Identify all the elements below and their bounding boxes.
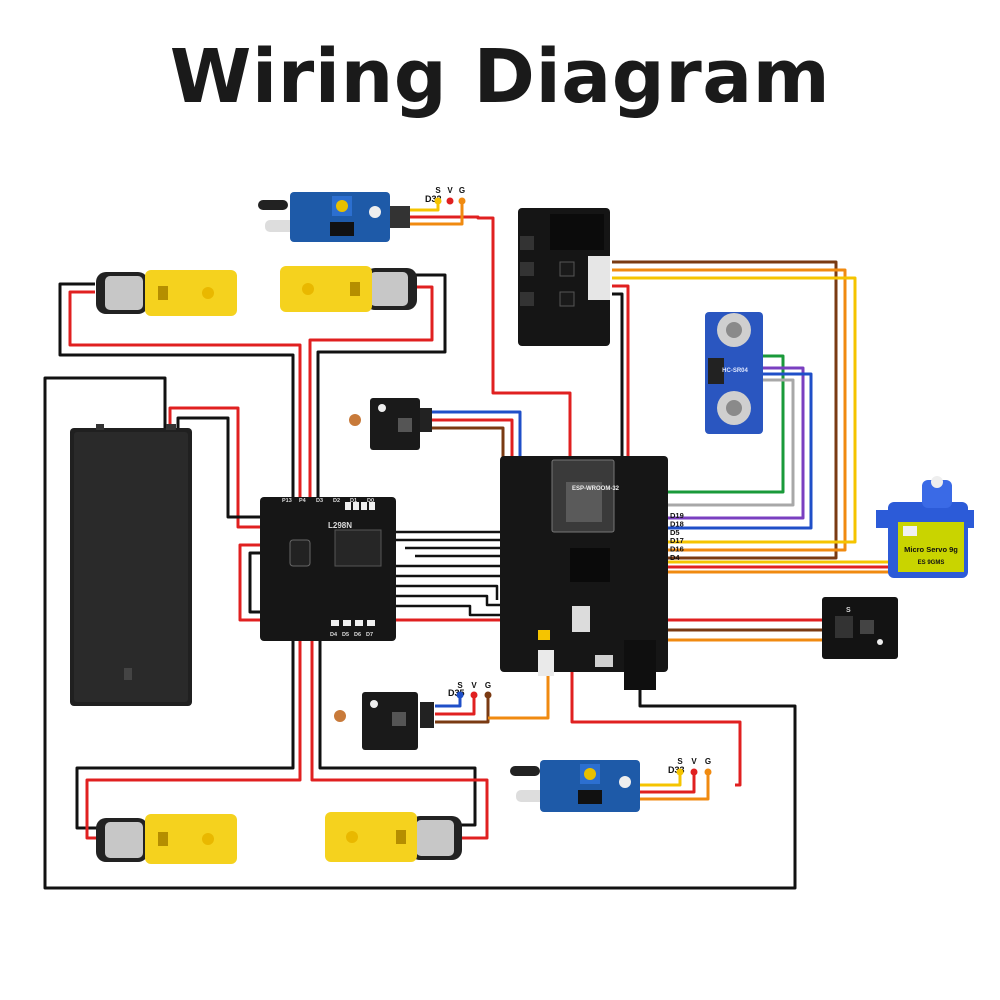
wire-tracker-red [612, 284, 630, 470]
ultrasonic-label: HC-SR04 [722, 368, 748, 374]
ir-bottom-pin-g: G [705, 757, 711, 766]
wire-ir-bottom-g [640, 773, 710, 801]
ldr-module-top [349, 398, 432, 450]
motor-top-right [280, 266, 417, 312]
wire-motor-bl-black [75, 632, 295, 830]
driver-bottom-pin-label: D5 [342, 632, 349, 638]
wire-motor-bl-red [85, 632, 302, 840]
wire-motor-tr-red [308, 285, 434, 497]
wire-ir-top-signal [410, 203, 440, 212]
ir-top-gpio-label: D32 [425, 194, 442, 204]
driver-bottom-pin-label: D7 [366, 632, 373, 638]
servo-model: ES 9GMS [918, 560, 945, 566]
driver-top-pin-label: P13 [282, 498, 292, 504]
driver-top-pin-label: D0 [367, 498, 374, 504]
wire-motor-br-red [310, 632, 489, 840]
esp32-board [500, 456, 668, 690]
esp32-pin-label: D4 [670, 553, 680, 562]
wire-tracker-brown [612, 260, 838, 560]
driver-bottom-pin-label: D6 [354, 632, 361, 638]
ir-bottom-pin-s: S [677, 757, 683, 766]
wire-driver-power-black [248, 551, 265, 614]
right-module-label: S [846, 607, 851, 614]
motor-top-left [96, 270, 237, 316]
wire-tracker-orange [612, 268, 847, 552]
esp32-pin-label: D16 [670, 545, 684, 554]
esp32-module-label: ESP-WROOM-32 [572, 486, 620, 492]
wire-ir-top-gnd [410, 203, 464, 226]
ir-bottom-pin-v: V [691, 757, 697, 766]
wire-ir-top-vcc [410, 215, 572, 460]
driver-bottom-pin-label: D4 [330, 632, 338, 638]
ldr-bottom-pin-v: V [471, 681, 477, 690]
wire-ldr-bottom-g [435, 696, 490, 724]
wire-us-green [660, 354, 785, 494]
wire-us-blue [660, 372, 813, 530]
motor-driver-board [260, 497, 396, 641]
ir-top-pin-g: G [459, 186, 465, 195]
esp32-pin-label: D5 [670, 528, 680, 537]
ir-top-pin-v: V [447, 186, 453, 195]
wire-battery-black2 [176, 416, 265, 519]
driver-top-pin-label: D2 [333, 498, 340, 504]
wire-battery-black [43, 376, 797, 890]
driver-top-pin-label: D1 [350, 498, 357, 504]
ir-sensor-top [258, 192, 410, 242]
motor-bottom-left [96, 814, 237, 864]
wire-motor-tl-black [58, 282, 295, 497]
wire-ir-bottom-v [640, 773, 696, 794]
page-title: Wiring Diagram [169, 34, 831, 120]
ldr-bottom-gpio-label: D35 [448, 688, 465, 698]
wire-tracker-yellow [612, 276, 857, 544]
servo-motor [876, 476, 974, 578]
esp32-pin-label: D18 [670, 519, 684, 528]
wire-us-purple [660, 366, 805, 520]
wire-battery-red [168, 406, 265, 529]
wire-tracker-black [612, 292, 624, 470]
wire-motor-br-black [318, 632, 477, 827]
wire-motor-tr-black [316, 273, 447, 497]
ir-top-pin-s: S [435, 186, 441, 195]
motor-bottom-right [325, 812, 462, 862]
right-sensor-module [822, 597, 898, 659]
ldr-module-bottom [334, 692, 434, 750]
ir-bottom-gpio-label: D33 [668, 765, 685, 775]
driver-top-pin-label: P4 [299, 498, 307, 504]
ir-sensor-bottom [510, 760, 640, 812]
esp32-pin-label: D19 [670, 511, 684, 520]
driver-chip-label: L298N [328, 521, 352, 530]
wire-ir-bottom-s [640, 773, 682, 787]
driver-top-pin-label: D3 [316, 498, 323, 504]
line-tracker-module [518, 208, 610, 346]
wire-motor-tl-red [68, 290, 302, 497]
battery-box [70, 424, 192, 706]
wire-ir-bottom-vcc [570, 660, 742, 787]
wire-us-gray [660, 378, 795, 507]
ldr-bottom-pin-g: G [485, 681, 491, 690]
esp32-pin-label: D17 [670, 536, 684, 545]
wire-ldr-bottom-v [435, 696, 476, 716]
ultrasonic-sensor [705, 312, 763, 434]
wire-ldr-bottom-s [435, 696, 462, 708]
wire-ldr-top-g [432, 426, 505, 527]
servo-label: Micro Servo 9g [904, 545, 958, 554]
ldr-bottom-pin-s: S [457, 681, 463, 690]
